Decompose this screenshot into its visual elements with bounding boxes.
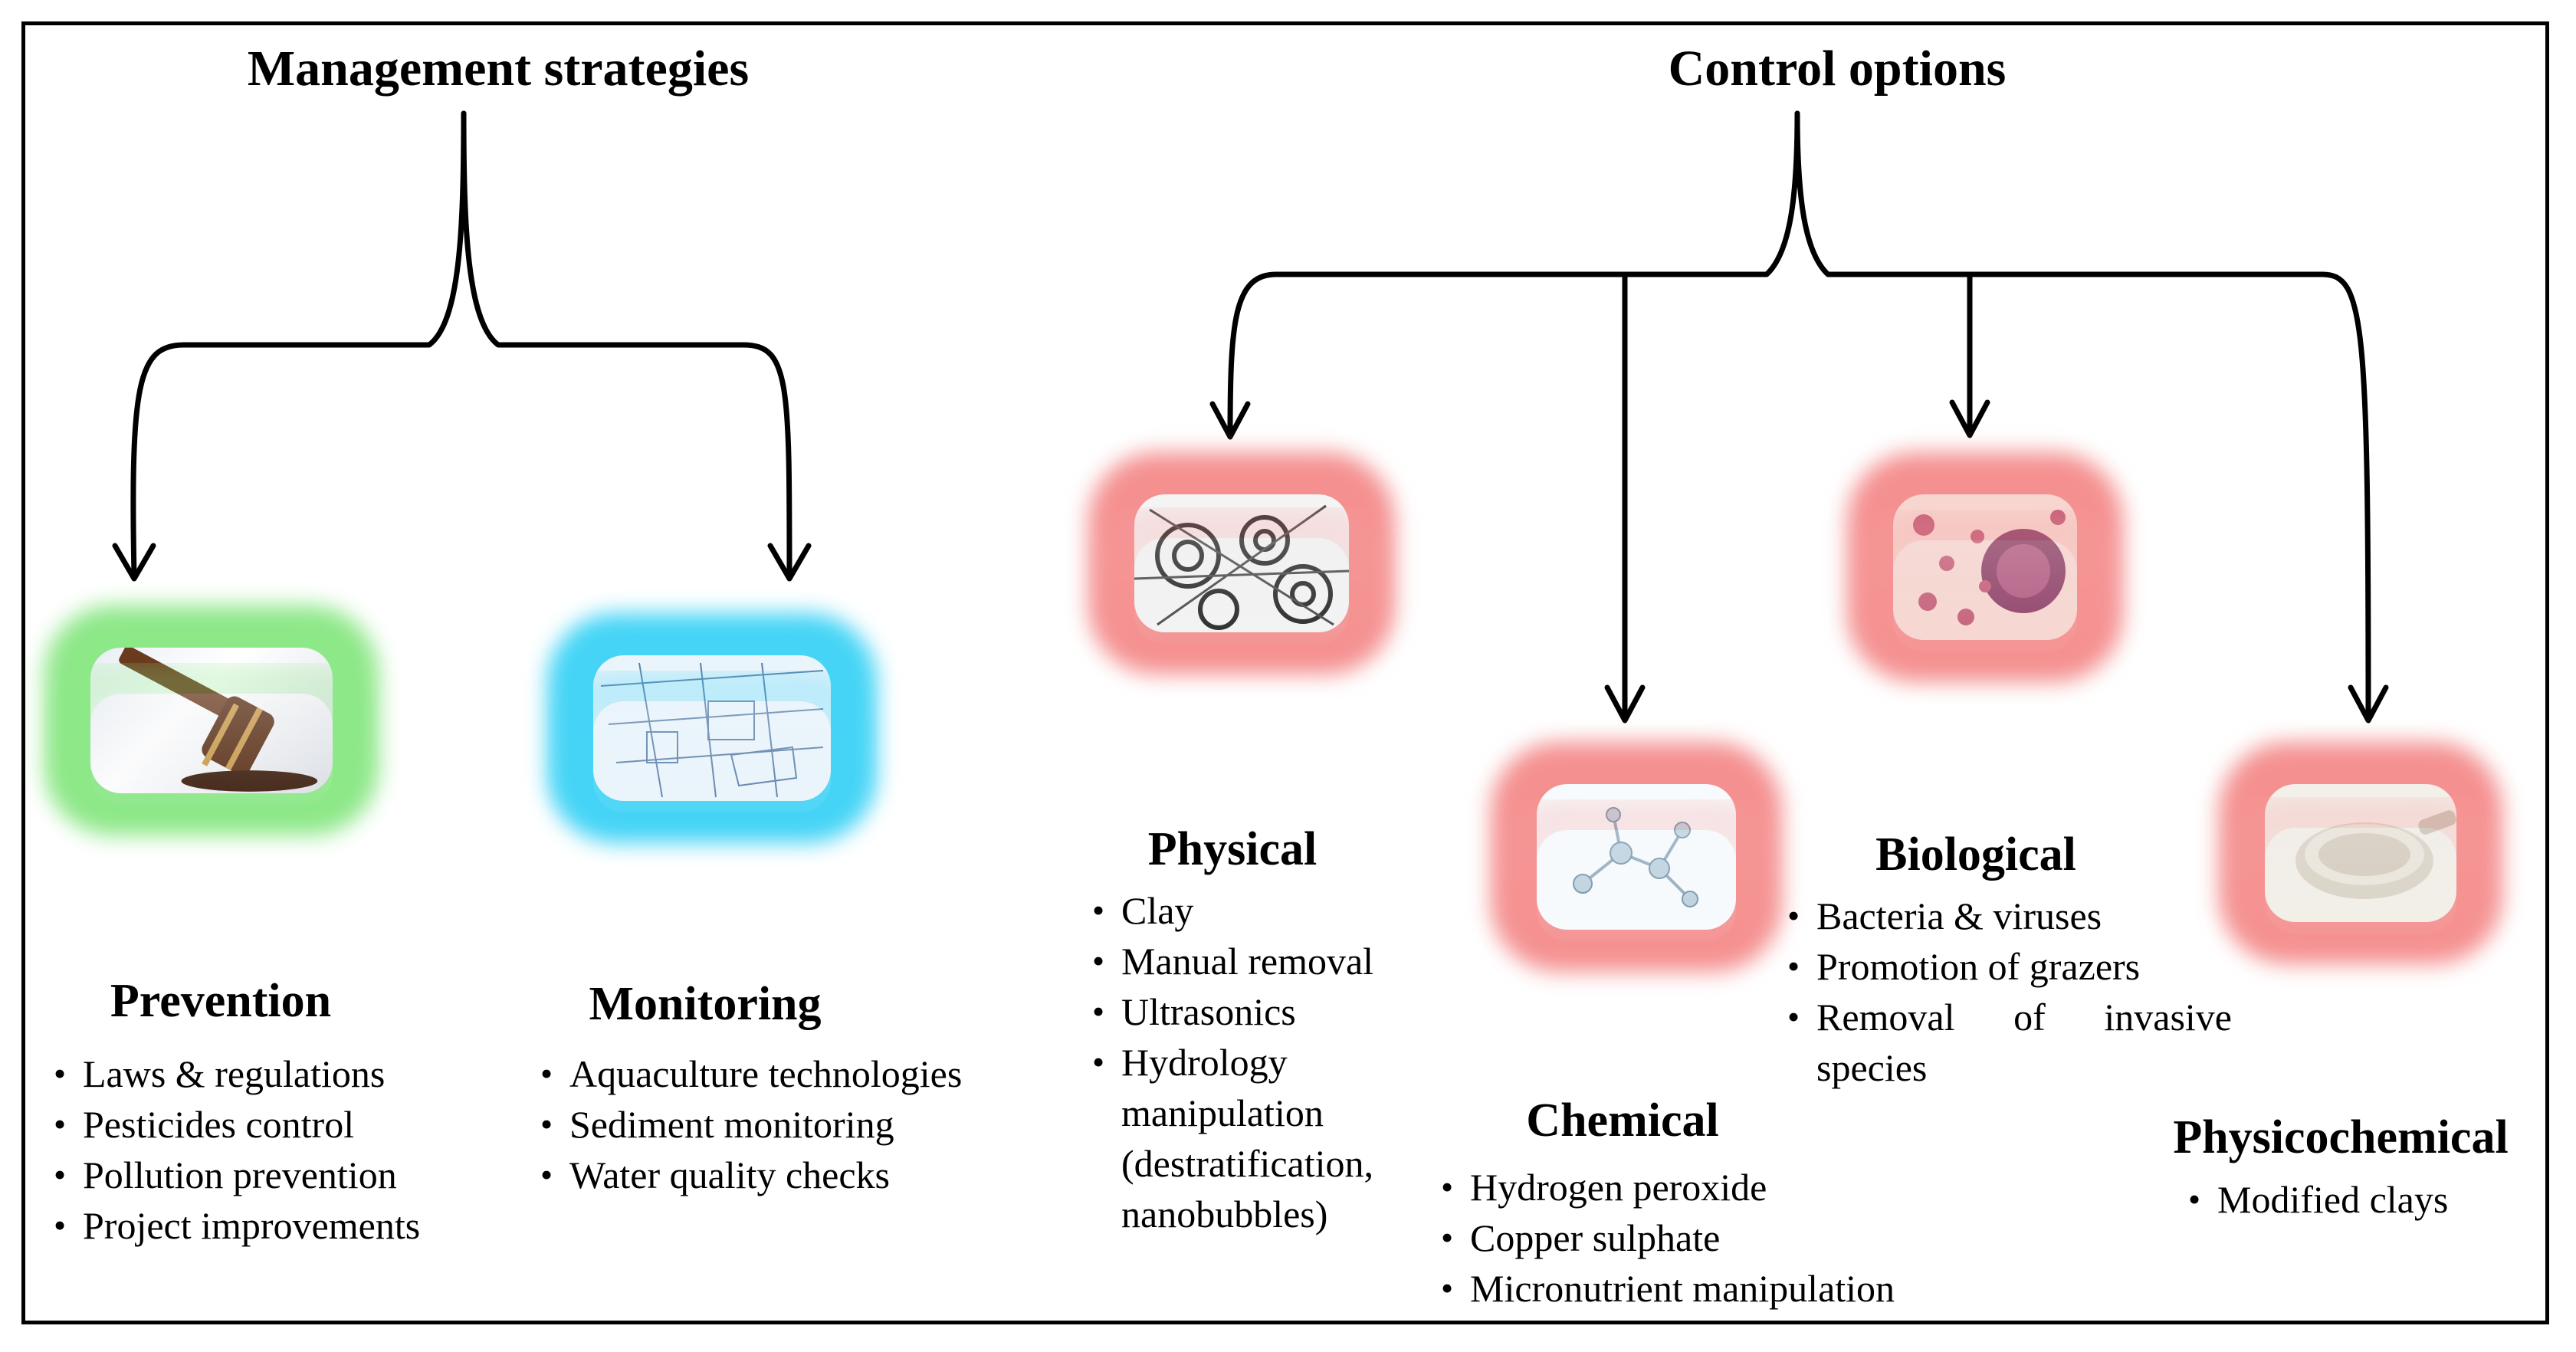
control-brace-right [1794, 110, 2371, 721]
chemical-list: Hydrogen peroxide Copper sulphate Micron… [1441, 1162, 1993, 1314]
management-brace [130, 110, 467, 579]
list-item: Copper sulphate [1441, 1213, 1993, 1263]
list-item: Hydrology manipulation (destratification… [1092, 1037, 1422, 1239]
gavel-icon [44, 605, 379, 835]
heading-control-options: Control options [1668, 41, 2007, 97]
list-item: Clay [1092, 885, 1422, 936]
list-item: Hydrogen peroxide [1441, 1162, 1993, 1213]
list-item: Aquaculture technologies [540, 1048, 970, 1099]
physical-list: Clay Manual removal Ultrasonics Hydrolog… [1092, 885, 1422, 1239]
arrow-to-prevention [112, 543, 156, 582]
biological-list: Bacteria & viruses Promotion of grazers … [1787, 891, 2232, 1093]
monitoring-list: Aquaculture technologies Sediment monito… [540, 1048, 970, 1200]
control-brace-left [1227, 110, 1800, 438]
list-item: Sediment monitoring [540, 1099, 970, 1150]
list-item: Pollution prevention [54, 1150, 514, 1200]
category-title-physical: Physical [1147, 823, 1318, 875]
list-item: Water quality checks [540, 1150, 970, 1200]
arrow-to-monitoring [767, 543, 812, 582]
prevention-list: Laws & regulations Pesticides control Po… [54, 1048, 514, 1251]
bacteria-icon [1847, 452, 2123, 682]
category-title-chemical: Chemical [1526, 1094, 1719, 1147]
list-item: Micronutrient manipulation [1441, 1263, 1993, 1314]
physicochemical-list: Modified clays [2188, 1174, 2510, 1225]
category-title-monitoring: Monitoring [589, 978, 822, 1030]
list-item: Project improvements [54, 1200, 514, 1251]
clay-powder-icon [2219, 742, 2502, 964]
gears-icon [1088, 452, 1395, 674]
arrow-to-physicochemical [2348, 684, 2389, 724]
arrow-to-biological [1949, 399, 1990, 438]
list-item: Ultrasonics [1092, 986, 1422, 1037]
category-title-prevention: Prevention [110, 975, 332, 1027]
category-title-physicochemical: Physicochemical [2173, 1111, 2509, 1163]
arrow-to-chemical [1604, 684, 1646, 724]
list-item: Laws & regulations [54, 1048, 514, 1099]
molecule-icon [1491, 742, 1782, 972]
heading-management-strategies: Management strategies [247, 41, 750, 97]
list-item: Removal of invasive species [1787, 992, 2232, 1093]
category-title-biological: Biological [1875, 829, 2076, 881]
management-brace-right [461, 110, 792, 579]
list-item: Promotion of grazers [1787, 941, 2232, 992]
diagram-border [21, 21, 2549, 1324]
list-item: Bacteria & viruses [1787, 891, 2232, 941]
list-item: Modified clays [2188, 1174, 2510, 1225]
list-item: Manual removal [1092, 936, 1422, 986]
blueprint-icon [547, 613, 877, 843]
arrow-to-physical [1209, 401, 1251, 440]
list-item: Pesticides control [54, 1099, 514, 1150]
